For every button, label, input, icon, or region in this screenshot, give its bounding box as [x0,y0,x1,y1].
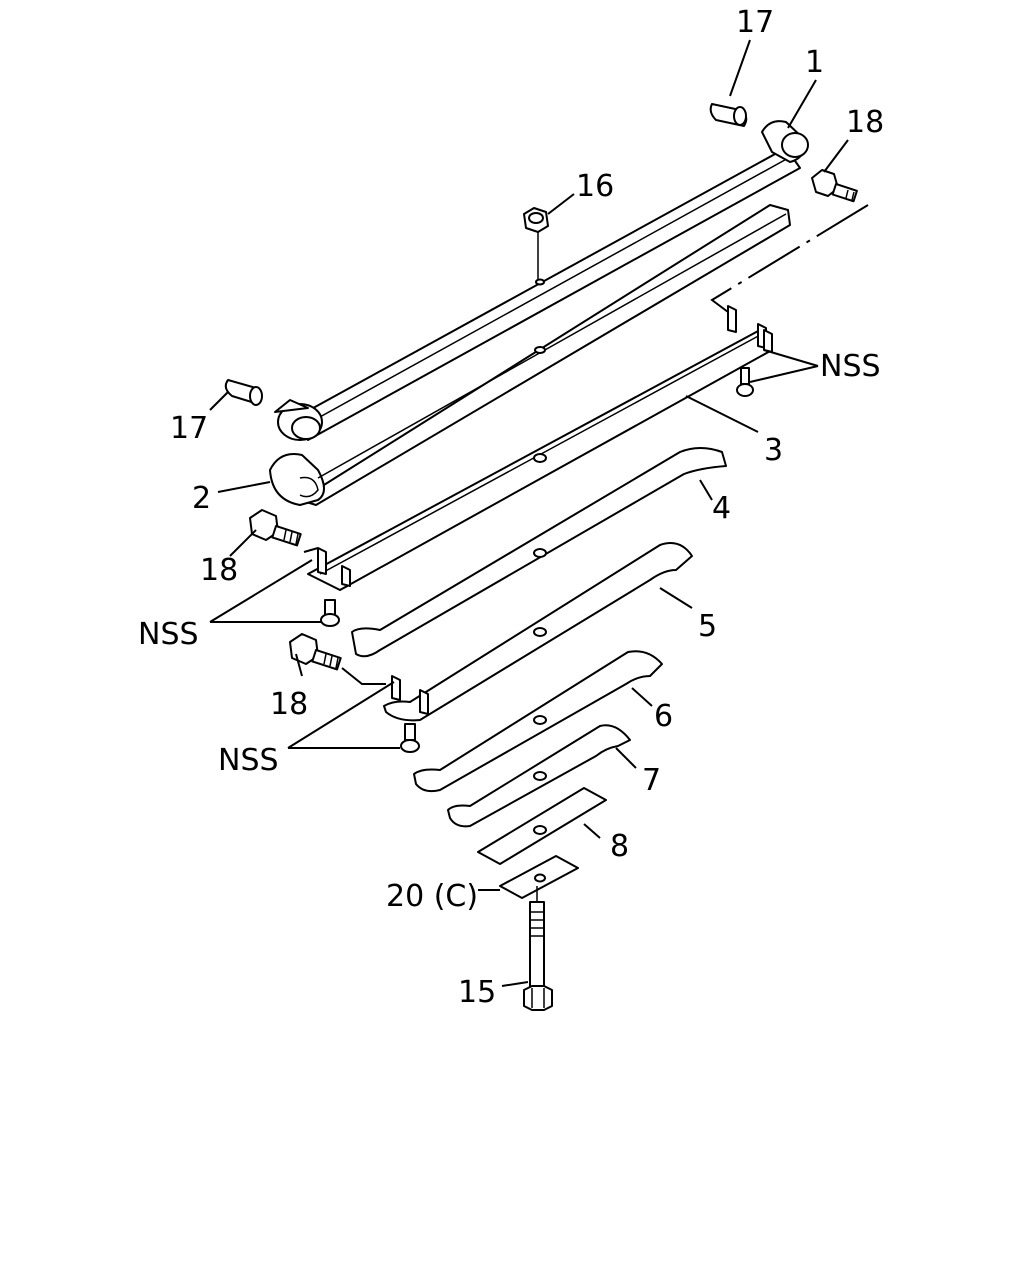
callout-3: 3 [764,433,783,468]
callout-nss-right: NSS [820,349,881,384]
leader-lines [209,39,849,987]
bolt-18-top [811,169,858,203]
callout-nss-low: NSS [218,743,279,778]
center-holes [533,278,547,883]
nut-16 [523,207,549,280]
callout-1: 1 [805,45,824,80]
bolt-axis-line-front [710,204,869,313]
bolt-axis-line-low [341,667,386,685]
rivet-nss-mid [320,599,340,627]
bolt-18-mid [249,509,302,547]
callout-15: 15 [458,975,496,1010]
callout-17-top: 17 [736,5,774,40]
callout-18-top: 18 [846,105,884,140]
bushing-17-top [709,103,748,127]
center-bolt-15 [523,886,553,1011]
main-leaf-1 [274,120,809,441]
callout-16: 16 [576,169,614,204]
bushing-17-left [224,379,263,406]
leaf-2 [269,204,791,506]
callout-8: 8 [610,829,629,864]
bolt-18-low [289,633,342,671]
callout-nss-mid: NSS [138,617,199,652]
callout-7: 7 [642,763,661,798]
callout-4: 4 [712,491,731,526]
callout-17-left: 17 [170,411,208,446]
callout-5: 5 [698,609,717,644]
rivet-nss-low [400,723,420,753]
bolt-axis-line-rear [303,547,319,553]
callout-20: 20 (C) [386,879,478,914]
callout-2: 2 [192,481,211,516]
callout-18-mid: 18 [200,553,238,588]
callout-18-low: 18 [270,687,308,722]
callout-6: 6 [654,699,673,734]
rivet-nss-right [736,367,754,397]
